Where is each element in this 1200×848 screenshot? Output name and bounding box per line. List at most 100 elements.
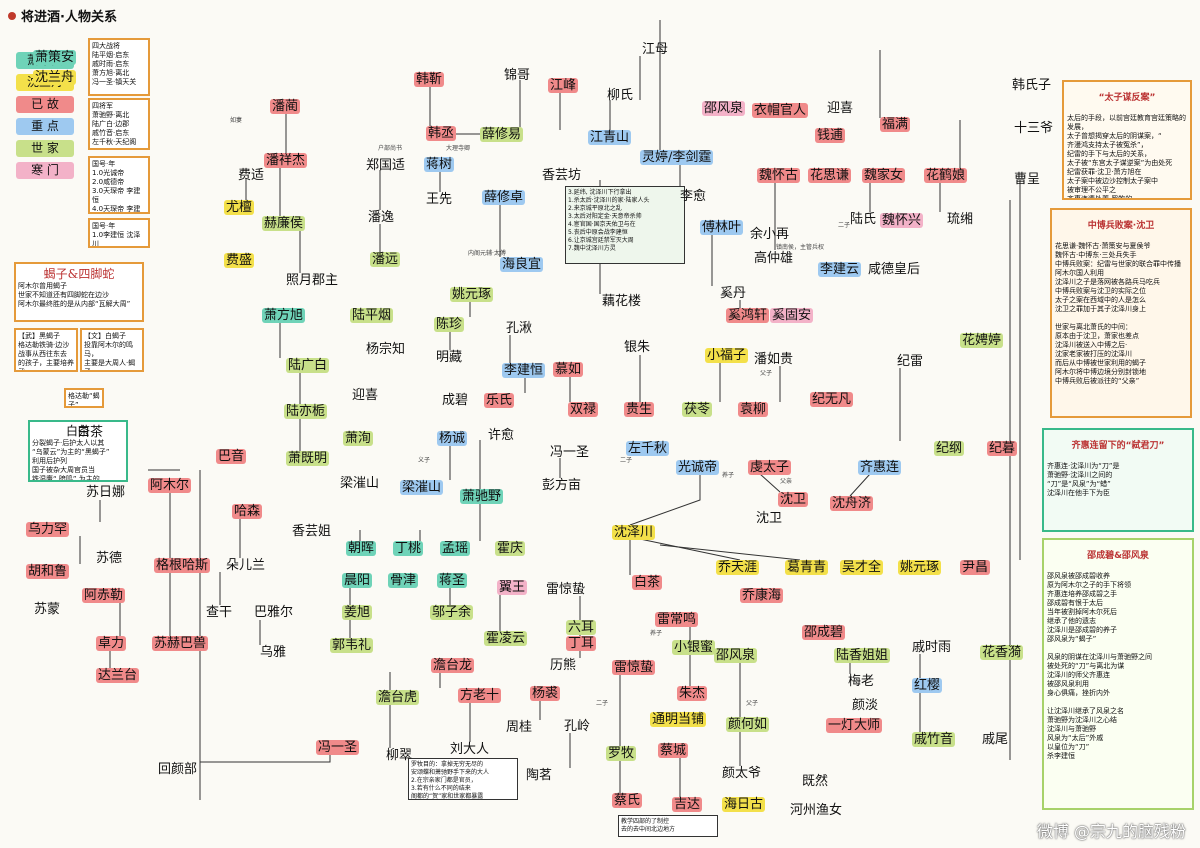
character-node: 锦哥 [504,68,531,83]
character-node: 格根哈斯 [154,558,211,573]
character-node: 纪雷 [897,354,924,369]
character-node: 潘蔺 [270,99,301,114]
character-node: 萧既明 [286,451,330,466]
character-node: 沈卫 [778,492,809,507]
character-node: 杨诚 [437,431,468,446]
character-node: 冯一圣 [316,740,360,755]
character-node: 纪纲 [934,441,965,456]
four-kings-box: 四大战将 陆平烟·启东 戚时雨·启东 萧方旭·离北 冯一圣·镇天关 [88,38,150,96]
character-node: 萧驰野 [460,489,504,504]
character-node: 乐氏 [484,393,515,408]
era-box: 国号·年 1.0光诚帝 2.0咸德帝 3.0天琛帝 李建恒 4.0天琛帝 李建恒… [88,156,150,214]
character-node: 乔康海 [740,588,784,603]
character-node: 江青山 [588,130,632,145]
character-node: 迎喜 [827,101,854,116]
character-node: 李愈 [680,189,707,204]
character-node: 霍庆 [495,541,526,556]
character-node: 小银蜜 [672,640,716,655]
character-node: 孔湫 [506,321,533,336]
character-node: 冯一圣 [550,445,590,460]
character-node: 曹呈 [1014,172,1041,187]
character-node: 钱逋 [815,128,846,143]
character-node: 邵成碧 [802,625,846,640]
character-node: 一灯大师 [826,718,883,733]
character-node: 奚鸿轩 [726,308,770,323]
character-node: 贵生 [624,402,655,417]
character-node: 茯苓 [682,402,713,417]
character-node: 袁柳 [738,402,769,417]
character-node: 琉缃 [947,212,974,227]
character-node: 海良宜 [500,257,544,272]
character-node: 葛青青 [785,560,829,575]
character-node: 成碧 [442,393,469,408]
shaocheng-panel-title: 邵成碧&邵风泉 [1087,551,1149,561]
relation-tag: 户部尚书 [378,145,403,152]
relation-tag: 养子 [650,630,663,637]
bottom-note-box: 罗牧目的：拿掉无穷无尽的 安颂蝶和萧驰野手下来的大人 2.在宗亲家门都是官员， … [408,758,518,800]
character-node: 杨裘 [530,686,561,701]
shaocheng-panel-text: 邵风泉被邵成碧收养 原为阿木尔之子的手下将领 齐惠连培养邵成碧之手 邵成碧有恨于… [1047,572,1152,760]
character-node: 陆亦栀 [284,404,328,419]
character-node: 阿赤勒 [82,588,126,603]
character-node: 姚元琢 [898,560,942,575]
character-node: 丁桃 [393,541,424,556]
character-node: 香芸姐 [292,524,332,539]
character-node: 藕花楼 [602,294,642,309]
character-node: 王先 [426,192,453,207]
relation-tag: 如妻 [230,117,243,124]
corner-note-box: 教学四部的了制控 去的去中间北边地方 [618,815,718,837]
title-text: 将进酒·人物关系 [21,10,117,25]
character-node: 姚元琢 [450,287,494,302]
center-note-box: 3.延纬, 沈泽川下行拿出 1.杀太后·沈泽川的家·陆家人头 2.来京城平原北之… [565,186,685,264]
white-scorpion-box: 【文】白蝎子 投靠阿木尔的鸣马， 主要是大周人·蝎子， 投靠世家·传播消息·黄金… [80,328,144,372]
character-node: 戚尾 [982,732,1009,747]
relation-tag: 镇南侯，主管兵权 [776,244,825,251]
character-node: 雷常鸣 [655,612,699,627]
character-node: 高仲雄 [754,251,794,266]
character-node: 海日古 [722,797,766,812]
relation-tag: 父子 [746,700,759,707]
character-node: 江母 [642,42,669,57]
scorpion-box: 蝎子&四脚蛇 阿木尔曾用蝎子 世家不知道还有四脚蛇在边沙 阿木尔最终胜的是从内部… [14,262,144,322]
qiqi-panel-text: 齐惠连·沈泽川为“刀”是 萧驰野·沈泽川之间的 “刀”是“风泉”为“蜡” 沈泽川… [1047,462,1120,497]
character-node: 霍凌云 [484,631,528,646]
qiqi-panel-title: 齐惠连留下的“弑君刀” [1071,441,1165,451]
character-node: 尤檀 [224,200,255,215]
character-node: 苏日娜 [86,485,126,500]
character-node: 费盛 [224,253,255,268]
character-node: 花娉婷 [960,333,1004,348]
era-box-2: 国号·年 1.0李建恒 沈泽川 [88,218,150,248]
taizi-panel: “太子谋反案” 太后的手段，以前宫廷教育宫廷策略的发展， 太子曾想揭穿太后的阴谋… [1062,80,1192,200]
character-node: 颜淡 [852,698,879,713]
character-node: 白茶 [632,575,663,590]
character-node: 梁漼山 [400,480,444,495]
character-node: 潘祥杰 [264,153,308,168]
legend-item: 寒 门 [16,162,74,179]
relation-tag: 养子 [722,472,735,479]
character-node: 左千秋 [626,441,670,456]
character-node: 咸德皇后 [868,262,921,277]
character-node: 陆氏 [850,212,877,227]
character-node: 迎喜 [352,388,379,403]
character-node: 灵婷/李剑霆 [640,150,714,165]
character-node: 蒋圣 [437,573,468,588]
character-node: 香芸坊 [542,168,582,183]
character-node: 苏德 [96,551,123,566]
character-node: 陶茗 [526,768,553,783]
watermark: 微博 @宗九的脑残粉 [1037,818,1186,842]
character-node: 乔天涯 [716,560,760,575]
relation-tag: 二子 [620,457,633,464]
character-node: 萧洵 [343,431,374,446]
character-node: 罗牧 [606,746,637,761]
character-node: 银朱 [624,340,651,355]
character-node: 郭韦礼 [330,638,374,653]
character-node: 吴才全 [840,560,884,575]
character-node: 纪暮 [987,441,1018,456]
character-node: 红樱 [912,678,943,693]
character-node: 齐惠连 [858,460,902,475]
character-node: 戚竹音 [912,732,956,747]
character-node: 乌力罕 [26,522,70,537]
character-node: 奚丹 [720,286,747,301]
character-node: 骨津 [388,573,419,588]
